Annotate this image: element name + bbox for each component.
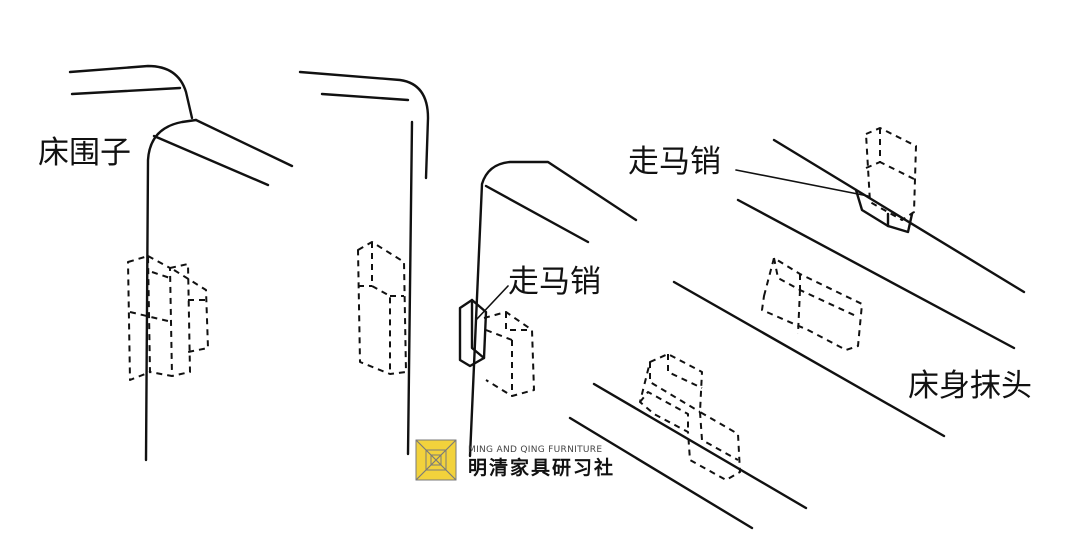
panel-3-sliding-pin xyxy=(458,298,488,368)
frame-tenon-lower-dashed xyxy=(639,353,741,481)
watermark-chinese: 明清家具研习社 xyxy=(468,456,615,479)
panel-3-bed-rail xyxy=(458,160,638,458)
frame-pin-upper-dashed xyxy=(865,127,917,221)
panel-2-slot-dashed xyxy=(357,241,407,375)
frame-pin-upper-seat xyxy=(854,188,914,234)
label-bed-frame-end: 床身抹头 xyxy=(908,368,1032,404)
label-sliding-pin-panel: 走马销 xyxy=(508,264,601,300)
bed-frame-end xyxy=(568,127,1026,530)
frame-slot-middle-dashed xyxy=(761,257,863,351)
panel-1-bed-rail xyxy=(68,64,294,462)
panel-3-mortise-dashed xyxy=(483,311,535,397)
panel-2-bed-rail xyxy=(298,70,430,456)
label-sliding-pin-frame: 走马销 xyxy=(628,144,721,180)
watermark-english: MING AND QING FURNITURE xyxy=(468,445,602,455)
panel-1-mortise-dashed xyxy=(127,255,209,381)
label-bed-rail-panel: 床围子 xyxy=(38,135,131,171)
watermark: MING AND QING FURNITURE 明清家具研习社 xyxy=(415,439,615,481)
watermark-logo xyxy=(415,439,457,481)
